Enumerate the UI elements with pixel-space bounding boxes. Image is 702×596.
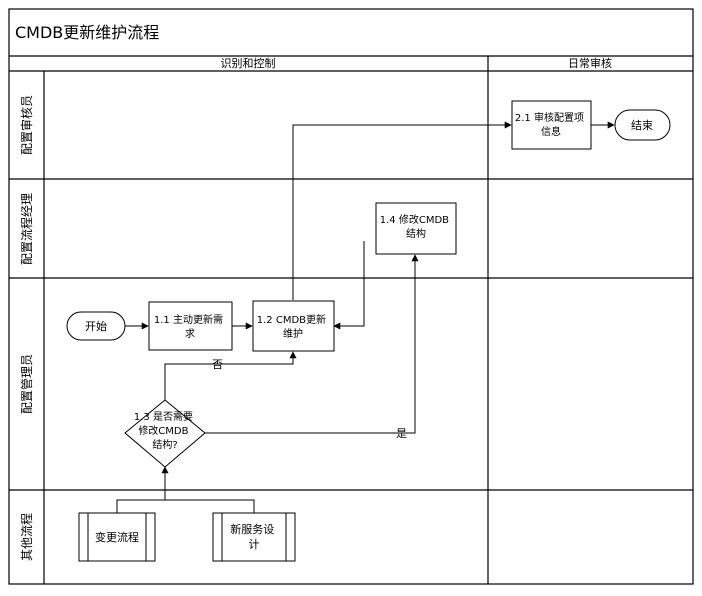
node-end (614, 109, 671, 141)
node-new-service-design-line-2: 计 (249, 538, 260, 551)
node-1-4-modify-structure (375, 202, 457, 255)
edge-1-2-to-2-1 (292, 121, 512, 300)
node-1-1-label: 1.1 主动更新需 求 (154, 313, 226, 340)
node-2-1-line-2: 信息 (541, 125, 561, 138)
node-end-label: 结束 (631, 119, 653, 132)
node-start (66, 311, 126, 341)
lane-label-config-auditor: 配置审核员 (19, 95, 34, 155)
node-new-service-design (212, 512, 296, 562)
edge-1-3-yes-to-1-4 (205, 254, 419, 434)
node-2-1-audit-config-items (511, 100, 592, 150)
diagram-title: CMDB更新维护流程 (15, 23, 159, 42)
node-change-process (78, 512, 156, 562)
node-1-4-line-2: 结构 (406, 227, 426, 240)
edge-1-3-no-to-1-2 (164, 351, 297, 400)
node-1-2-line-2: 维护 (283, 327, 303, 340)
node-1-1-line-2: 求 (185, 328, 195, 340)
node-1-3-decision (124, 399, 206, 468)
phase-label-daily-audit: 日常审核 (568, 56, 612, 70)
node-1-1-proactive-update (148, 301, 233, 351)
node-1-2-line-1: 1.2 CMDB更新 (257, 313, 326, 326)
lane-label-config-administrator: 配置管理员 (19, 354, 34, 414)
lane-label-other-processes: 其他流程 (19, 513, 34, 561)
phase-label-identify-control: 识别和控制 (221, 56, 276, 70)
edge-label-yes: 是 (396, 427, 407, 440)
node-1-2-cmdb-update (252, 300, 335, 352)
node-new-service-design-line-1: 新服务设 (230, 522, 274, 536)
node-change-process-label: 变更流程 (95, 530, 139, 544)
node-1-3-line-2: 修改CMDB (138, 424, 188, 437)
lane-label-config-process-manager: 配置流程经理 (19, 193, 34, 265)
node-1-3-label: 1.3 是否需要 修改CMDB 结构? (134, 411, 196, 451)
node-1-4-label: 1.4 修改CMDB 结构 (380, 213, 452, 240)
node-start-label: 开始 (85, 319, 107, 333)
node-2-1-line-1: 2.1 审核配置项 (515, 111, 584, 124)
connectors (116, 121, 615, 513)
edge-other-processes-to-1-3 (116, 499, 255, 513)
node-1-3-line-3: 结构? (152, 438, 177, 451)
node-1-3-line-1: 1.3 是否需要 (134, 411, 193, 423)
node-2-1-label: 2.1 审核配置项 信息 (515, 111, 587, 138)
node-new-service-design-label: 新服务设 计 (230, 522, 278, 551)
node-1-4-line-1: 1.4 修改CMDB (380, 213, 449, 226)
edge-1-4-to-1-2 (333, 241, 365, 330)
diagram-frame (8, 8, 694, 585)
node-1-2-label: 1.2 CMDB更新 维护 (257, 313, 329, 340)
edge-label-no: 否 (212, 358, 223, 371)
node-1-1-line-1: 1.1 主动更新需 (154, 313, 223, 326)
